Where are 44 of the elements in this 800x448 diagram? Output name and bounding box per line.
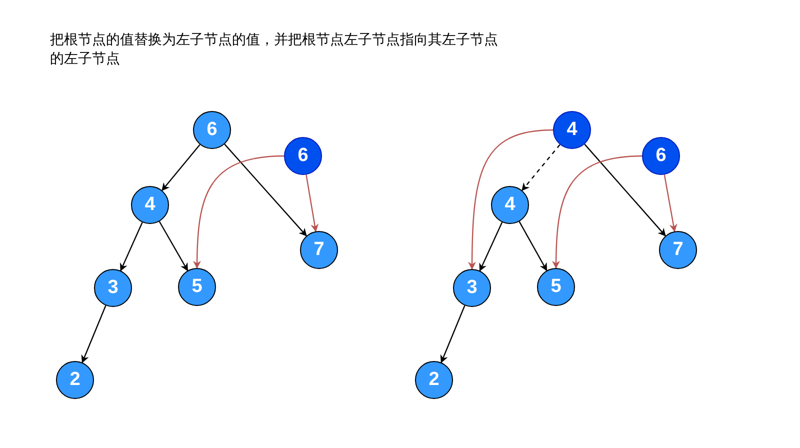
- tree-node-circle: [284, 137, 322, 175]
- node-value: 6: [656, 145, 666, 167]
- arrow: [224, 144, 307, 236]
- arrow: [120, 222, 143, 272]
- arrow: [664, 174, 678, 232]
- node-value: 7: [314, 239, 324, 261]
- tree-node-circle: [453, 269, 491, 307]
- tree-node-circle: [131, 186, 169, 224]
- arrow: [518, 221, 548, 272]
- tree-node-circle: [94, 269, 132, 307]
- arrow: [81, 305, 106, 364]
- node-value: 6: [206, 119, 218, 141]
- arrow: [584, 144, 666, 236]
- arrow: [440, 305, 466, 364]
- arrow: [158, 221, 188, 272]
- node-value: 5: [550, 276, 562, 298]
- node-value: 5: [192, 276, 202, 298]
- tree-node-circle: [56, 361, 94, 399]
- arrow: [552, 155, 642, 269]
- node-value: 4: [144, 194, 156, 216]
- node-value: 2: [70, 369, 80, 391]
- title-text: 把根节点的值替换为左子节点的值，并把根节点左子节点指向其左子节点的左子节点: [50, 31, 499, 69]
- tree-node-circle: [537, 268, 575, 306]
- node-value: 3: [108, 277, 118, 299]
- arrow: [162, 144, 200, 192]
- arrow: [479, 222, 503, 272]
- tree-node-circle: [300, 231, 338, 269]
- tree-node-circle: [553, 111, 591, 149]
- arrow: [522, 144, 560, 192]
- arrow: [193, 155, 284, 269]
- tree-node-circle: [659, 231, 697, 269]
- node-value: 4: [504, 194, 516, 216]
- node-value: 3: [466, 277, 478, 299]
- node-value: 7: [672, 239, 684, 261]
- tree-node-circle: [642, 137, 680, 175]
- tree-node-circle: [491, 186, 529, 224]
- arrow: [306, 174, 319, 232]
- tree-node-circle: [415, 361, 453, 399]
- node-value: 4: [566, 119, 578, 141]
- tree-node-circle: [178, 268, 216, 306]
- tree-node-circle: [193, 111, 231, 149]
- node-value: 2: [428, 369, 440, 391]
- node-value: 6: [298, 145, 308, 167]
- arrow: [468, 129, 554, 270]
